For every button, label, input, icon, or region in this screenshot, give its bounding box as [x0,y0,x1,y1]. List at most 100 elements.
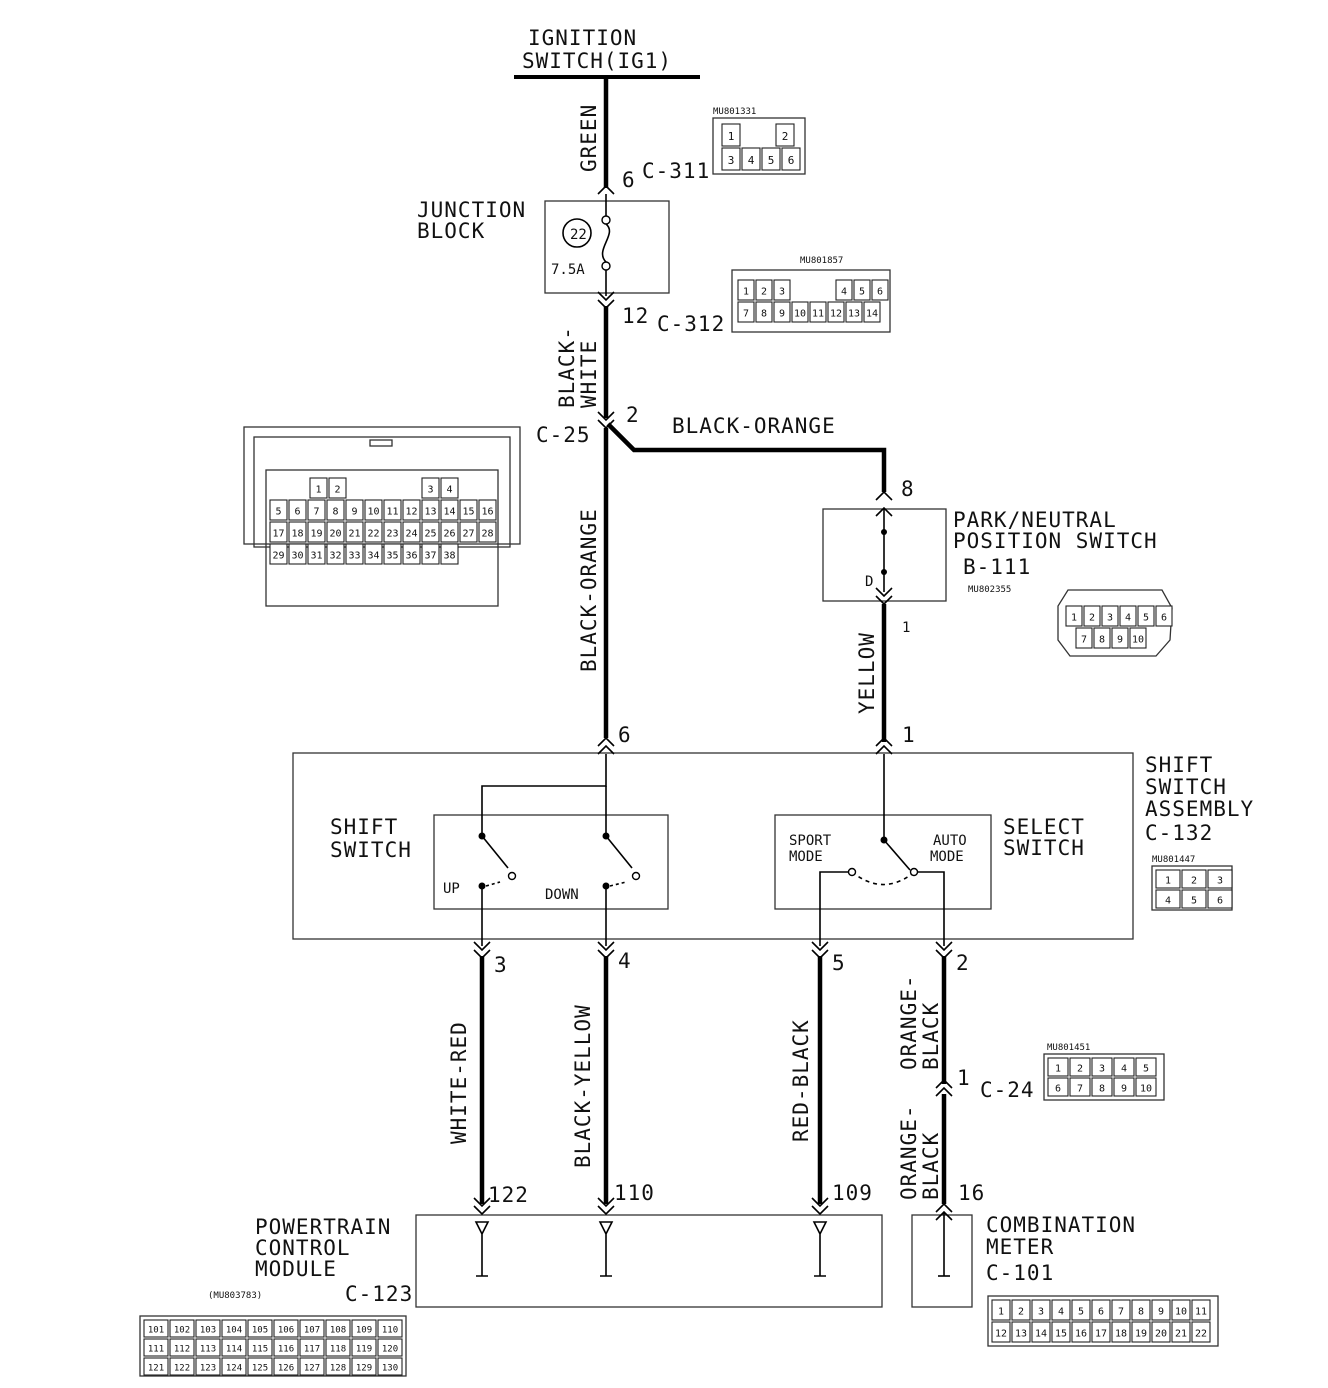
terminal-arrow [875,595,893,606]
pcm-pin-109: 109 [832,1181,873,1205]
c24-id: C-24 [980,1078,1035,1102]
assembly-pin-1: 1 [902,723,916,747]
connector-pin-number: 9 [1121,1084,1127,1095]
connector-cell [195,1357,221,1376]
connector-pin-number: 2 [1191,876,1197,887]
connector-pin-number: 1 [728,130,735,143]
connector-cell [345,543,364,565]
powertrain-control-module: POWERTRAIN CONTROL MODULE C-123 122 110 … [139,1181,883,1377]
connector-cell [326,543,345,565]
ignition-label-1: IGNITION [528,26,637,50]
terminal-arrow [935,1078,953,1089]
connector-pin-number: 113 [200,1345,216,1355]
connector-pin-number: 30 [291,551,303,562]
connector-pin-number: 4 [748,154,755,167]
connector-cell [1191,1321,1211,1343]
fuse-rating: 7.5A [551,262,585,278]
connector-cell [991,1299,1011,1321]
connector-cell [143,1319,169,1338]
connector-pin-number: 7 [1077,1084,1083,1095]
connector-cell [1171,1321,1191,1343]
connector-pin-number: 14 [1035,1329,1047,1340]
connector-pin-number: 6 [1217,896,1223,907]
pcm-pin-122: 122 [488,1183,529,1207]
connector-pin-number: 7 [313,507,319,518]
terminal-arrow [811,941,829,952]
connector-pin-number: 2 [782,130,789,143]
connector-pin-number: 1 [1055,1064,1061,1075]
b111-face [1057,589,1173,657]
connector-pin-number: 6 [877,287,883,298]
connector-cell [325,1319,351,1338]
connector-pin-number: 4 [446,485,452,496]
pcm-pin-110: 110 [614,1181,655,1205]
assembly-pin-2: 2 [956,951,970,975]
wire-label-black-white-2: WHITE [577,340,601,408]
c24-part: MU801451 [1047,1043,1090,1053]
c123-face [139,1315,407,1377]
connector-pin-number: 15 [1055,1329,1067,1340]
pcm-input-symbol [812,1221,828,1277]
connector-cell [299,1338,325,1357]
terminal-arrow [597,1197,615,1208]
meter-label-1: COMBINATION [986,1213,1136,1237]
up-label: UP [443,881,460,897]
connector-pin-number: 17 [1095,1329,1107,1340]
connector-pin-number: 121 [148,1364,164,1374]
fuse-number-circle [562,218,592,248]
auto-label-1: AUTO [933,833,967,849]
fuse-icon [601,223,611,263]
connector-cell [1091,1321,1111,1343]
connector-cell [383,543,402,565]
connector-cell [1113,1057,1135,1077]
connector-cell [421,543,440,565]
terminal-arrow [597,736,615,747]
connector-pin-number: 7 [1118,1307,1124,1318]
connector-pin-number: 5 [1078,1307,1084,1318]
fuse-number: 22 [570,227,587,243]
connector-cell [741,147,761,171]
c123-part: (MU803783) [208,1291,262,1301]
connector-cell [307,543,326,565]
connector-cell [247,1338,273,1357]
connector-cell [1101,605,1119,627]
assembly-label-1: SHIFT [1145,753,1213,777]
connector-cell [269,521,288,543]
connector-cell [1155,869,1181,889]
connector-cell [845,301,863,323]
terminal-arrow [875,736,893,747]
connector-pin-number: 5 [1191,896,1197,907]
connector-cell [326,521,345,543]
wire-label-black-white-1: BLACK- [555,326,579,408]
c24-pin: 1 [957,1066,971,1090]
connector-pin-number: 5 [1143,1064,1149,1075]
up-contact [507,871,517,881]
assembly-label-2: SWITCH [1145,775,1227,799]
up-dash [485,881,501,887]
connector-cell [273,1357,299,1376]
connector-cell [273,1338,299,1357]
connector-pin-number: 10 [1132,635,1144,646]
connector-cell [809,301,827,323]
wire-label-orange-black-upper-1: ORANGE- [897,974,921,1070]
connector-cell [1135,1057,1157,1077]
b111-pin-bottom: 1 [902,620,910,636]
connector-cell [1011,1299,1031,1321]
connector-pin-number: 10 [794,309,806,320]
connector-cell [169,1319,195,1338]
connector-cell [288,543,307,565]
connector-pin-number: 4 [1121,1064,1127,1075]
connector-cell [288,499,307,521]
connector-cell [1137,605,1155,627]
connector-pin-number: 123 [200,1364,216,1374]
terminal-arrow [811,1205,829,1216]
sport-label-2: MODE [789,849,823,865]
connector-pin-number: 1 [998,1307,1004,1318]
connector-cell [1111,1321,1131,1343]
connector-cell [721,147,741,171]
connector-cell [307,499,326,521]
connector-cell [835,279,853,301]
c101-id: C-101 [986,1261,1054,1285]
